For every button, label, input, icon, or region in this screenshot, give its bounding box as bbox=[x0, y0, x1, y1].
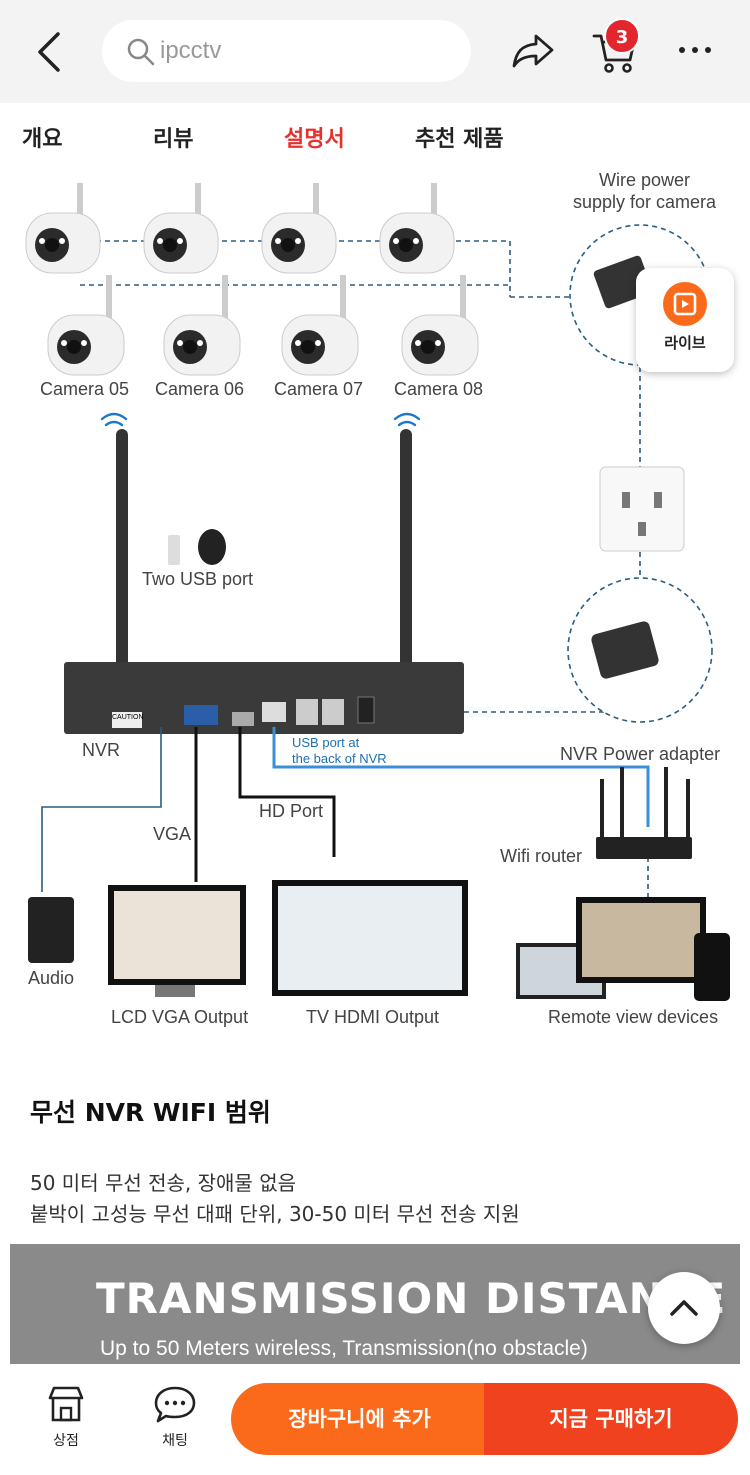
section-desc-line-2: 붙박이 고성능 무선 대패 단위, 30-50 미터 무선 전송 지원 bbox=[30, 1202, 520, 1226]
caution-label: CAUTION bbox=[112, 714, 144, 721]
hd-port-label: HD Port bbox=[259, 801, 324, 821]
search-input[interactable]: ipcctv bbox=[102, 20, 471, 82]
banner-subtitle: Up to 50 Meters wireless, Transmission(n… bbox=[100, 1337, 588, 1360]
cart-count-badge: 3 bbox=[604, 18, 640, 54]
lcd-output-label: LCD VGA Output bbox=[111, 1007, 249, 1027]
section-title: 무선 NVR WIFI 범위 bbox=[30, 1098, 271, 1127]
camera-07-label: Camera 07 bbox=[274, 379, 364, 399]
usb-back-label: USB port at the back of NVR bbox=[292, 735, 387, 766]
camera-row-2 bbox=[47, 275, 479, 376]
usb-port-label: Two USB port bbox=[142, 569, 254, 589]
camera-row-1 bbox=[25, 183, 455, 274]
chat-icon bbox=[154, 1386, 196, 1423]
scroll-top-button[interactable] bbox=[648, 1272, 720, 1344]
tab-description[interactable]: 설명서 bbox=[284, 127, 345, 152]
chat-button[interactable]: 채팅 bbox=[145, 1384, 205, 1450]
camera-05-label: Camera 05 bbox=[40, 379, 130, 399]
section-tabs: 개요 리뷰 설명서 추천 제품 bbox=[0, 103, 750, 167]
buy-now-button[interactable]: 지금 구매하기 bbox=[484, 1383, 738, 1455]
wifi-router-label: Wifi router bbox=[500, 846, 583, 866]
nvr-label: NVR bbox=[82, 740, 121, 760]
tab-overview[interactable]: 개요 bbox=[22, 127, 63, 152]
power-supply-label: Wire power supply for camera bbox=[572, 170, 717, 212]
nvr-adapter-label: NVR Power adapter bbox=[560, 744, 721, 764]
section-desc-line-1: 50 미터 무선 전송, 장애물 없음 bbox=[30, 1171, 296, 1195]
nvr-connection-diagram bbox=[25, 183, 730, 1001]
transmission-banner: TRANSMISSION DISTANCE Up to 50 Meters wi… bbox=[10, 1244, 740, 1364]
tab-recommended[interactable]: 추천 제품 bbox=[415, 127, 504, 152]
tv-output-label: TV HDMI Output bbox=[306, 1007, 440, 1027]
share-icon[interactable] bbox=[510, 30, 556, 70]
banner-title: TRANSMISSION DISTANCE bbox=[96, 1274, 727, 1323]
remote-devices-label: Remote view devices bbox=[548, 1007, 719, 1027]
live-label: 라이브 bbox=[664, 334, 706, 352]
store-icon bbox=[48, 1386, 84, 1422]
store-button[interactable]: 상점 bbox=[36, 1384, 96, 1450]
live-icon bbox=[663, 282, 707, 326]
product-diagram-image: Wire power supply for camera Camera 05 C… bbox=[0, 167, 750, 1060]
add-to-cart-button[interactable]: 장바구니에 추가 bbox=[231, 1383, 488, 1455]
chevron-up-icon bbox=[670, 1300, 698, 1316]
camera-08-label: Camera 08 bbox=[394, 379, 484, 399]
bottom-action-bar: 상점 채팅 장바구니에 추가 지금 구매하기 bbox=[0, 1368, 750, 1475]
camera-06-label: Camera 06 bbox=[155, 379, 245, 399]
store-label: 상점 bbox=[53, 1433, 79, 1449]
vga-label: VGA bbox=[153, 824, 192, 844]
audio-label: Audio bbox=[28, 968, 75, 988]
tab-reviews[interactable]: 리뷰 bbox=[153, 127, 194, 152]
back-arrow-icon[interactable] bbox=[30, 30, 70, 74]
top-bar: ipcctv 3 bbox=[0, 0, 750, 103]
more-icon[interactable] bbox=[678, 40, 712, 60]
search-text: ipcctv bbox=[160, 37, 222, 64]
search-icon bbox=[127, 38, 155, 66]
live-button[interactable]: 라이브 bbox=[636, 268, 734, 372]
chat-label: 채팅 bbox=[162, 1433, 188, 1449]
